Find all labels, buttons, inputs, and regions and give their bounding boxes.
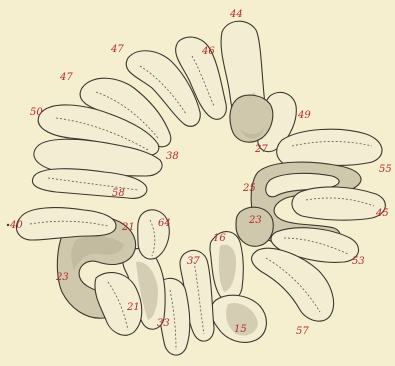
label-27: 27 — [254, 144, 268, 155]
label-47-upper: 47 — [110, 44, 124, 55]
label-33: 33 — [157, 318, 170, 329]
label-47-left: 47 — [59, 72, 73, 83]
label-25: 25 — [242, 183, 256, 194]
label-53: 53 — [352, 256, 365, 267]
label-50: 50 — [30, 107, 43, 118]
label-15: 15 — [234, 324, 247, 335]
label-45: 45 — [375, 208, 389, 219]
lobe-23-right — [236, 207, 273, 246]
marker-dot — [7, 224, 9, 226]
label-64: 64 — [158, 218, 171, 229]
label-21-lower: 21 — [126, 302, 140, 313]
label-23-left: 23 — [55, 272, 69, 283]
lobe-55 — [277, 129, 382, 166]
label-16: 16 — [213, 233, 226, 244]
label-57: 57 — [296, 326, 309, 337]
label-38: 38 — [166, 151, 179, 162]
lobe-45 — [292, 187, 385, 220]
label-55: 55 — [379, 164, 392, 175]
label-37: 37 — [187, 256, 200, 267]
label-49: 49 — [297, 110, 311, 121]
label-46: 46 — [201, 46, 215, 57]
label-21-upper: 21 — [121, 222, 135, 233]
label-23-right: 23 — [248, 215, 262, 226]
label-40: 40 — [9, 220, 23, 231]
label-44: 44 — [229, 9, 243, 20]
label-58: 58 — [112, 188, 125, 199]
